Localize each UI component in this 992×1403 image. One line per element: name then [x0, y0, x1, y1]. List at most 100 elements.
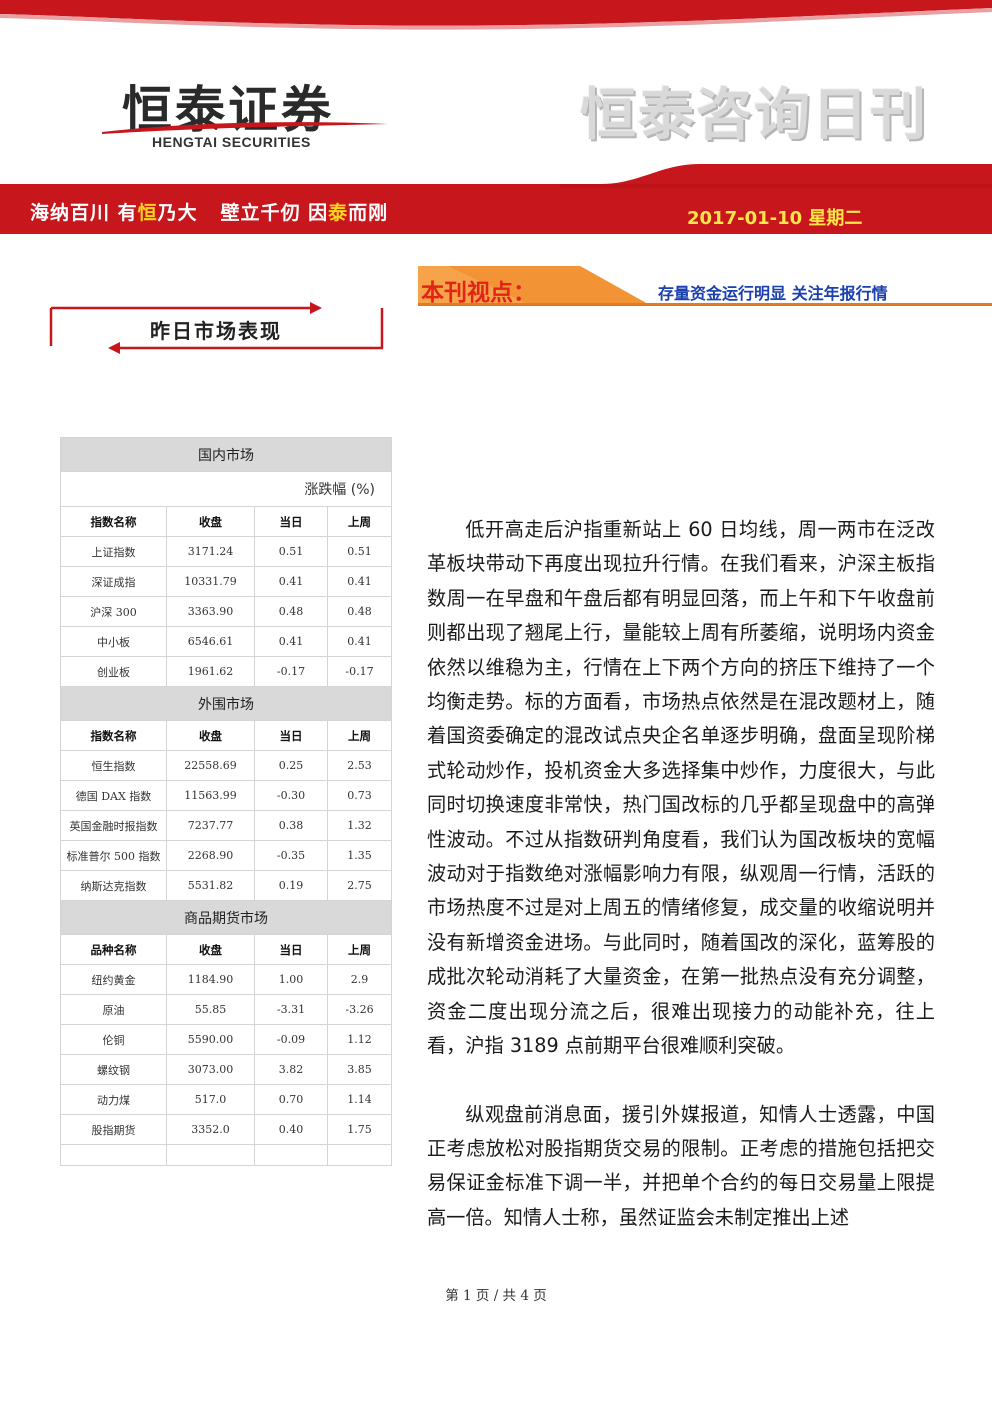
table-cell: 517.0 [166, 1084, 255, 1115]
table-cell: 10331.79 [166, 566, 255, 597]
table-unit-row: 涨跌幅 (%) [60, 471, 392, 507]
slogan-part: 而刚 [348, 202, 389, 224]
column-header: 当日 [254, 720, 328, 751]
table-cell-empty [60, 1144, 167, 1166]
table-cell: 5531.82 [166, 870, 255, 901]
table-column-header: 品种名称收盘当日上周 [60, 934, 392, 965]
table-cell: 沪深 300 [60, 596, 167, 627]
table-cell: 恒生指数 [60, 750, 167, 781]
table-cell: 0.73 [327, 780, 392, 811]
table-cell: 0.70 [254, 1084, 328, 1115]
column-header: 收盘 [166, 720, 255, 751]
slogan-highlight: 恒 [137, 202, 158, 224]
table-cell: 0.41 [254, 626, 328, 657]
table-cell: 3171.24 [166, 536, 255, 567]
table-cell: 0.40 [254, 1114, 328, 1145]
table-cell: 2.75 [327, 870, 392, 901]
table-cell: 0.48 [254, 596, 328, 627]
table-cell: 螺纹钢 [60, 1054, 167, 1085]
table-cell: 股指期货 [60, 1114, 167, 1145]
table-cell: 6546.61 [166, 626, 255, 657]
table-cell: 0.41 [254, 566, 328, 597]
slogan-highlight: 泰 [328, 202, 349, 224]
table-cell-empty [166, 1144, 255, 1166]
table-cell: 纳斯达克指数 [60, 870, 167, 901]
slogan-part: 海纳百川 有 [30, 202, 138, 224]
header-red-band [0, 164, 992, 234]
table-cell: 3.85 [327, 1054, 392, 1085]
table-cell: -0.30 [254, 780, 328, 811]
table-cell: 3363.90 [166, 596, 255, 627]
column-header: 当日 [254, 506, 328, 537]
table-column-header: 指数名称收盘当日上周 [60, 506, 392, 537]
table-cell: 3352.0 [166, 1114, 255, 1145]
table-cell: 1.12 [327, 1024, 392, 1055]
article-paragraph: 低开高走后沪指重新站上 60 日均线，周一两市在泛改革板块带动下再度出现拉升行情… [427, 518, 935, 1058]
table-cell: 0.38 [254, 810, 328, 841]
header-top-band [0, 0, 992, 30]
column-header: 收盘 [166, 506, 255, 537]
table-cell: -0.17 [254, 656, 328, 687]
group-title: 国内市场 [60, 437, 392, 472]
table-cell-empty [254, 1144, 328, 1166]
table-cell: -0.17 [327, 656, 392, 687]
table-cell: 1961.62 [166, 656, 255, 687]
column-header: 上周 [327, 934, 392, 965]
table-cell: 1.32 [327, 810, 392, 841]
table-cell: 纽约黄金 [60, 964, 167, 995]
table-cell: -0.35 [254, 840, 328, 871]
table-cell: 5590.00 [166, 1024, 255, 1055]
table-cell: 伦铜 [60, 1024, 167, 1055]
table-cell: 上证指数 [60, 536, 167, 567]
page-footer: 第 1 页 / 共 4 页 [445, 1288, 547, 1304]
article-body: 低开高走后沪指重新站上 60 日均线，周一两市在泛改革板块带动下再度出现拉升行情… [427, 513, 935, 1235]
viewpoint-banner [418, 266, 992, 306]
table-cell: 3073.00 [166, 1054, 255, 1085]
publication-title: 恒泰咨询日刊 [580, 83, 928, 148]
table-cell: -0.09 [254, 1024, 328, 1055]
table-cell: 22558.69 [166, 750, 255, 781]
table-cell: 2.9 [327, 964, 392, 995]
table-cell: 2.53 [327, 750, 392, 781]
table-cell: 2268.90 [166, 840, 255, 871]
table-cell: 1.35 [327, 840, 392, 871]
section-title: 昨日市场表现 [150, 319, 282, 343]
column-header: 上周 [327, 506, 392, 537]
table-cell: 1.00 [254, 964, 328, 995]
company-logo-en: HENGTAI SECURITIES [152, 134, 311, 150]
table-cell: 3.82 [254, 1054, 328, 1085]
table-group-header: 国内市场 [60, 437, 392, 472]
table-cell: 11563.99 [166, 780, 255, 811]
table-cell-empty [327, 1144, 392, 1166]
column-header: 当日 [254, 934, 328, 965]
logo-swoosh-icon [102, 122, 388, 134]
table-cell: 深证成指 [60, 566, 167, 597]
table-cell: 创业板 [60, 656, 167, 687]
table-cell: 英国金融时报指数 [60, 810, 167, 841]
table-column-header: 指数名称收盘当日上周 [60, 720, 392, 751]
group-title: 外围市场 [60, 686, 392, 721]
table-cell: 标准普尔 500 指数 [60, 840, 167, 871]
table-cell: 0.19 [254, 870, 328, 901]
article-paragraph: 纵观盘前消息面，援引外媒报道，知情人士透露，中国正考虑放松对股指期货交易的限制。… [427, 1102, 935, 1229]
table-group-header: 商品期货市场 [60, 900, 392, 935]
viewpoint-label: 本刊视点： [421, 280, 536, 306]
table-cell: 0.41 [327, 626, 392, 657]
table-spacer-row [60, 1144, 392, 1166]
slogan-part: 乃大 [157, 202, 198, 224]
group-title: 商品期货市场 [60, 900, 392, 935]
issue-date: 2017-01-10 星期二 [687, 208, 863, 229]
viewpoint-headline: 存量资金运行明显 关注年报行情 [658, 284, 888, 303]
